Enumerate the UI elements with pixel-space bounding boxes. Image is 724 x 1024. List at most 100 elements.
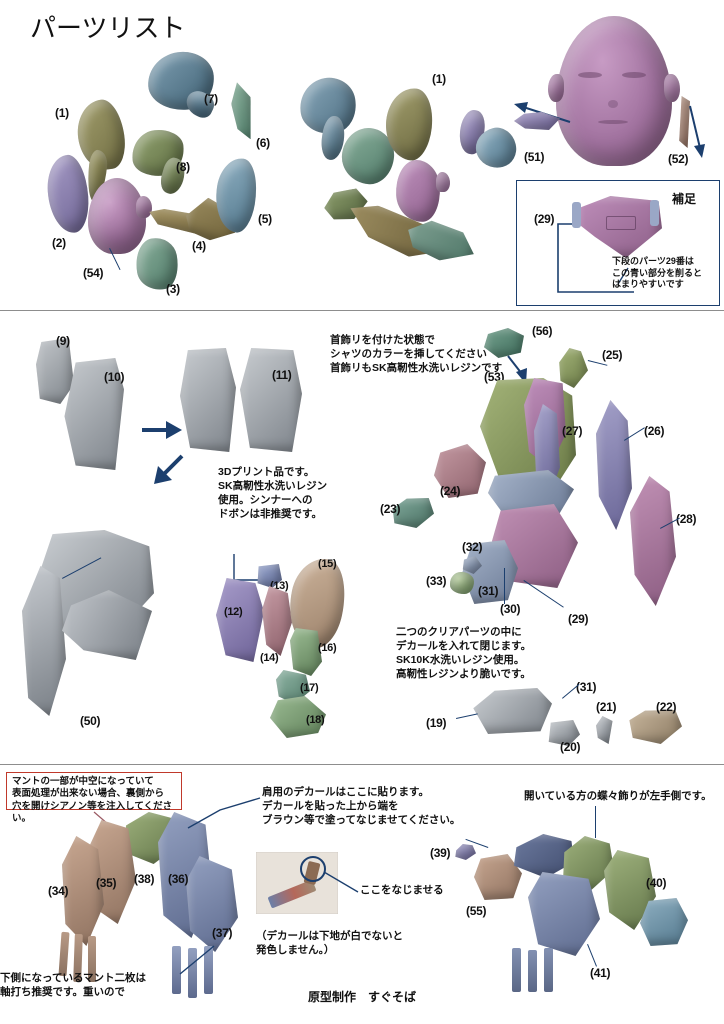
callout-27: (27) — [562, 424, 583, 438]
part-ear-center — [436, 172, 450, 192]
part-32 — [462, 556, 482, 574]
callout-26: (26) — [644, 424, 665, 438]
part-21-gray — [596, 716, 613, 744]
callout-20: (20) — [560, 740, 581, 754]
note-clearparts: 二つのクリアパーツの中に デカールを入れて閉じます。 SK10K水洗いレジン使用… — [396, 626, 532, 680]
face-nose — [608, 100, 618, 108]
face-mouth — [598, 120, 628, 124]
part-37-strip-2 — [188, 948, 197, 998]
callout-52: (52) — [668, 152, 689, 166]
callout-8: (8) — [176, 160, 190, 174]
decal-highlight-circle — [300, 856, 326, 882]
part-11-gray-b — [240, 348, 302, 452]
warning-box-hollow-cape: マントの一部が中空になっていて 表面処理が出来ない場合、裏側から 穴を開けシアノ… — [6, 772, 182, 824]
callout-22: (22) — [656, 700, 677, 714]
part-41-blue — [528, 872, 600, 956]
callout-12: (12) — [224, 606, 243, 618]
part-ear-right — [664, 74, 680, 102]
part-26-cloth — [596, 400, 632, 530]
note-blend-here: ここをなじませる — [360, 884, 444, 896]
part-41-strip-2 — [528, 950, 537, 992]
callout-3: (3) — [166, 282, 180, 296]
part-head-54 — [88, 178, 146, 254]
callout-5: (5) — [258, 212, 272, 226]
part-right-hand — [640, 898, 688, 946]
part-earring-51 — [514, 112, 560, 130]
part-41-strip-3 — [544, 948, 553, 992]
part-ear-54 — [136, 196, 152, 218]
part-29-blue-tab-right — [650, 200, 659, 226]
part-22-gray — [629, 710, 682, 744]
leader-cape-axis — [179, 945, 215, 975]
callout-11: (11) — [272, 368, 292, 382]
callout-35: (35) — [96, 876, 117, 890]
part-34-strip-1 — [58, 931, 70, 977]
part-37-strip-3 — [204, 946, 213, 994]
callout-25: (25) — [602, 348, 623, 362]
part-16 — [290, 628, 322, 676]
part-50-skirt — [22, 566, 66, 716]
callout-31: (31) — [478, 584, 499, 598]
page-title: パーツリスト — [30, 13, 186, 43]
note-decal-white: （デカールは下地が白でないと 発色しません。） — [256, 930, 403, 956]
callout-16: (16) — [318, 642, 337, 654]
part-hair-6 — [229, 81, 255, 141]
part-25-hand — [559, 348, 588, 388]
supplement-leader — [557, 223, 634, 293]
part-earring-52 — [679, 96, 690, 148]
part-19-gray — [473, 688, 552, 734]
part-34-tan — [62, 836, 104, 946]
callout-10: (10) — [104, 370, 125, 384]
leader-19 — [456, 713, 478, 720]
callout-2: (2) — [52, 236, 66, 250]
note-cape-axis: 下側になっているマント二枚は 軸打ち推奨です。重いので — [0, 972, 147, 998]
part-34-strip-3 — [88, 936, 96, 982]
part-28-cloth — [630, 476, 676, 606]
note-collar: 首飾リを付けた状態で シャツのカラーを挿してください 首飾リもSK高靭性水洗いレ… — [330, 334, 503, 374]
arrow-down-left — [154, 454, 184, 484]
part-29-slot — [606, 216, 636, 230]
part-ear-left — [548, 74, 564, 102]
callout-33: (33) — [426, 574, 447, 588]
part-41-strip-1 — [512, 948, 521, 992]
part-12 — [216, 578, 264, 662]
part-head-center — [394, 158, 442, 224]
callout-56: (56) — [532, 324, 553, 338]
callout-40: (40) — [646, 876, 667, 890]
part-37-strip-1 — [172, 946, 181, 994]
footer-credit: 原型制作 すぐそば — [308, 990, 417, 1004]
callout-24: (24) — [440, 484, 461, 498]
callout-55: (55) — [466, 904, 487, 918]
arrow-right — [142, 421, 182, 439]
part-10-gray — [64, 358, 124, 470]
leader-butterfly — [594, 806, 596, 838]
warning-text: マントの一部が中空になっていて 表面処理が出来ない場合、裏側から 穴を開けシアノ… — [12, 776, 173, 825]
part-29-blue-tab-left — [572, 202, 581, 228]
callout-50: (50) — [80, 714, 101, 728]
leader-30 — [503, 568, 505, 604]
supplement-callout-29: (29) — [534, 212, 555, 226]
callout-54: (54) — [83, 266, 104, 280]
part-11-gray-a — [180, 348, 236, 452]
part-9-gray — [36, 338, 74, 404]
divider-top — [0, 310, 724, 311]
callout-14: (14) — [260, 652, 279, 664]
callout-32: (32) — [462, 540, 483, 554]
part-14 — [262, 586, 292, 656]
callout-36: (36) — [168, 872, 189, 886]
callout-1a: (1) — [55, 106, 69, 120]
callout-23: (23) — [380, 502, 401, 516]
callout-28: (28) — [676, 512, 697, 526]
note-shoulder-decal: 肩用のデカールはここに貼ります。 デカールを貼った上から端を ブラウン等で塗って… — [262, 786, 461, 826]
callout-39: (39) — [430, 846, 451, 860]
supplement-body: 下段のパーツ29番は この青い部分を削ると はまりやすいです — [612, 256, 703, 290]
callout-34: (34) — [48, 884, 69, 898]
callout-18: (18) — [306, 714, 325, 726]
face-eye-left — [578, 72, 602, 78]
callout-21: (21) — [596, 700, 617, 714]
part-hair-2 — [45, 153, 91, 235]
part-face-main — [556, 16, 672, 166]
face-eye-right — [622, 72, 646, 78]
note-3dprint: 3Dプリント品です。 SK高靭性水洗いレジン 使用。シンナーへの ドボンは非推奨… — [218, 466, 328, 520]
